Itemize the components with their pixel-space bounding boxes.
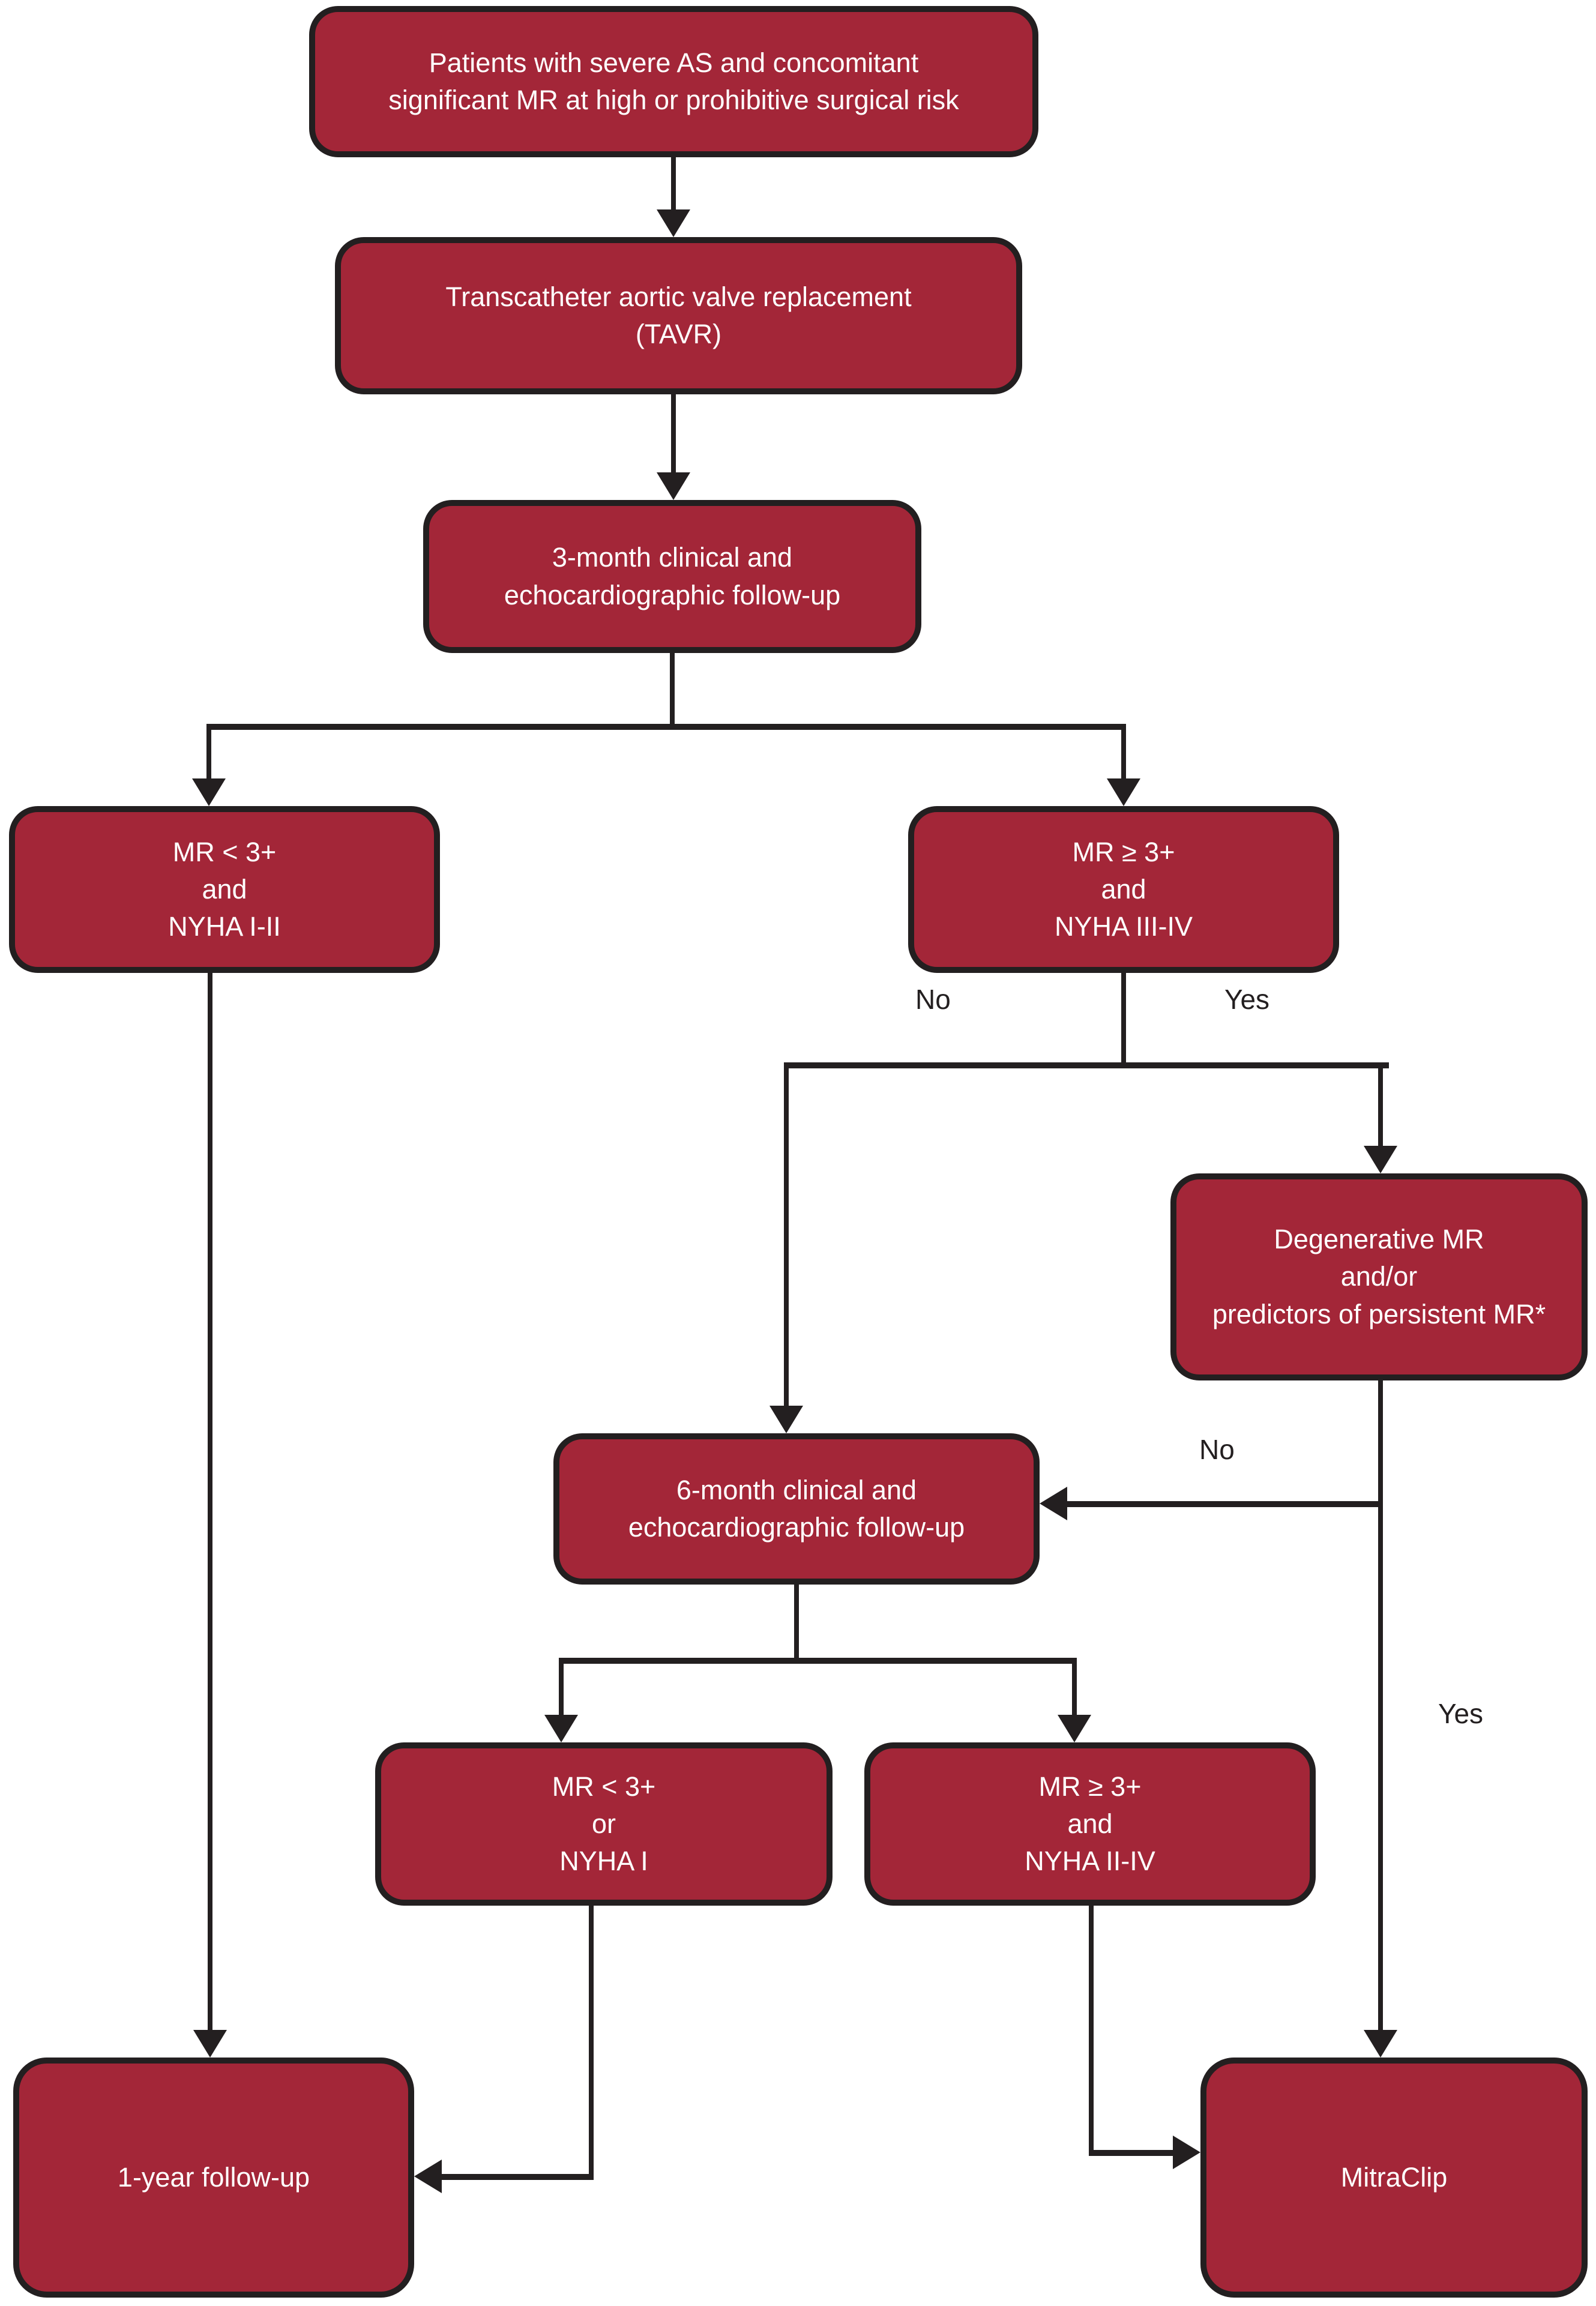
connector-degenerative-mitraclip <box>1378 1380 1383 2030</box>
arrow-down-icon <box>193 2030 227 2058</box>
connector-6month-bar <box>559 1658 1077 1664</box>
arrow-down-icon <box>1058 1715 1091 1742</box>
edge-label-no-1: No <box>915 984 951 1015</box>
node-3-month-follow-up: 3-month clinical and echocardiographic f… <box>423 500 921 653</box>
connector-nyha24-bar <box>1089 2150 1173 2156</box>
connector-nyha1-stem <box>589 1906 594 2179</box>
arrow-down-icon <box>544 1715 578 1742</box>
connector-nyha34-stem <box>1121 973 1126 1067</box>
connector-6month-left <box>559 1658 564 1715</box>
connector-6month-right <box>1072 1658 1077 1715</box>
node-mr-lt-3-or-nyha-i: MR < 3+ or NYHA I <box>375 1742 833 1906</box>
edge-label-no-2: No <box>1199 1434 1235 1465</box>
node-patients-severe-as: Patients with severe AS and concomitant … <box>309 6 1038 157</box>
connector-3month-split-stem <box>670 653 675 729</box>
node-mr-ge-3-and-nyha-ii-iv: MR ≥ 3+ and NYHA II-IV <box>864 1742 1316 1906</box>
connector-6month-stem <box>794 1585 799 1663</box>
arrow-down-icon <box>1364 1146 1397 1173</box>
node-mr-ge-3-and-nyha-iii-iv: MR ≥ 3+ and NYHA III-IV <box>908 806 1339 973</box>
connector-patients-tavr <box>671 157 676 214</box>
edge-label-yes-1: Yes <box>1224 984 1270 1015</box>
arrow-left-icon <box>414 2160 442 2193</box>
node-mitraclip: MitraClip <box>1200 2058 1588 2298</box>
connector-no-to-6month <box>784 1062 789 1406</box>
arrow-left-icon <box>1040 1487 1067 1520</box>
node-tavr: Transcatheter aortic valve replacement (… <box>335 237 1022 394</box>
node-degenerative-mr: Degenerative MR and/or predictors of per… <box>1170 1173 1588 1380</box>
connector-tavr-3month <box>671 394 676 476</box>
edge-label-yes-2: Yes <box>1438 1698 1484 1729</box>
arrow-right-icon <box>1173 2136 1200 2169</box>
connector-split-left <box>206 724 211 781</box>
connector-nyha34-bar <box>784 1062 1389 1068</box>
arrow-down-icon <box>192 778 226 806</box>
connector-nyha1-bar <box>441 2174 594 2180</box>
connector-nyha24-stem <box>1089 1906 1094 2155</box>
connector-3month-split-bar <box>206 724 1126 730</box>
arrow-down-icon <box>657 209 690 237</box>
node-6-month-follow-up: 6-month clinical and echocardiographic f… <box>553 1433 1040 1585</box>
arrow-down-icon <box>1107 778 1140 806</box>
node-1-year-follow-up: 1-year follow-up <box>13 2058 414 2298</box>
connector-degenerative-no-bar <box>1066 1501 1381 1507</box>
connector-yes-to-degenerative <box>1378 1062 1383 1146</box>
arrow-down-icon <box>1364 2030 1397 2058</box>
connector-nyha12-1year <box>208 973 212 2030</box>
connector-split-right <box>1121 724 1126 781</box>
node-mr-lt-3-and-nyha-i-ii: MR < 3+ and NYHA I-II <box>9 806 440 973</box>
arrow-down-icon <box>657 472 690 500</box>
arrow-down-icon <box>769 1406 803 1433</box>
